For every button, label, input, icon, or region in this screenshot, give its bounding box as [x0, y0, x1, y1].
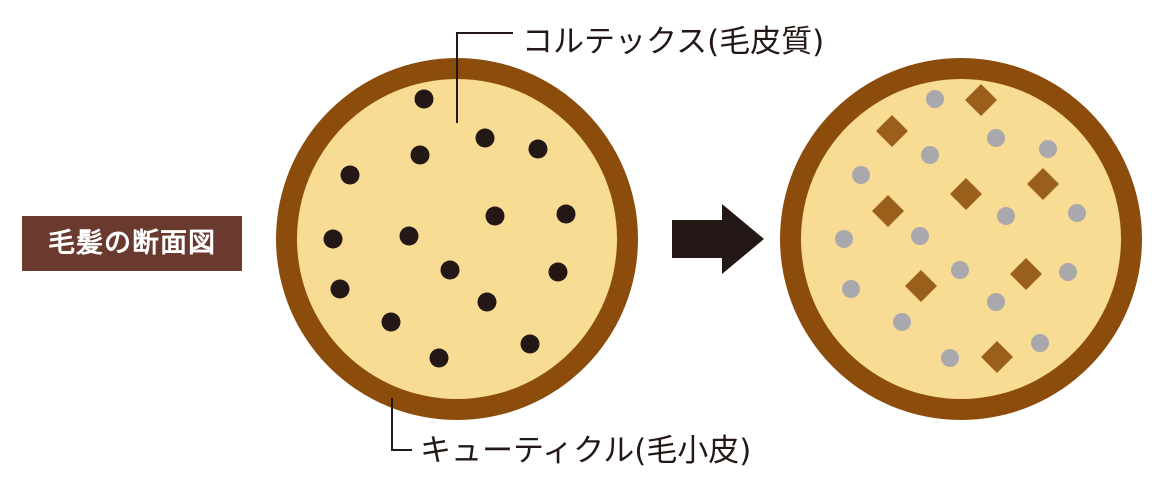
hair-section-before — [276, 58, 638, 420]
melanin-dot-icon — [556, 204, 576, 224]
diamond-icon — [876, 115, 908, 147]
diagram-title: 毛髪の断面図 — [22, 216, 242, 271]
cortex-leader-line — [456, 32, 513, 123]
melanin-dot-icon — [440, 260, 460, 280]
diamonds-right — [872, 84, 1059, 373]
faded-dot-icon — [987, 129, 1005, 147]
faded-dot-icon — [852, 166, 870, 184]
melanin-dot-icon — [485, 206, 505, 226]
faded-dot-icon — [987, 293, 1005, 311]
faded-dot-icon — [1059, 263, 1077, 281]
melanin-dot-icon — [475, 128, 495, 148]
melanin-dot-icon — [520, 334, 540, 354]
faded-dot-icon — [911, 227, 929, 245]
faded-dot-icon — [997, 207, 1015, 225]
melanin-dot-icon — [330, 279, 350, 299]
faded-dot-icon — [1031, 334, 1049, 352]
diamond-icon — [981, 341, 1013, 373]
faded-dot-icon — [893, 313, 911, 331]
faded-dot-icon — [842, 280, 860, 298]
diamond-icon — [1027, 168, 1059, 200]
melanin-dot-icon — [410, 145, 430, 165]
right-arrow-icon — [672, 204, 764, 274]
diamond-icon — [872, 195, 904, 227]
melanin-dot-icon — [340, 165, 360, 185]
faded-dot-icon — [941, 349, 959, 367]
melanin-dot-icon — [429, 348, 449, 368]
melanin-dot-icon — [414, 89, 434, 109]
cortex-area-right — [801, 79, 1121, 399]
faded-dot-icon — [1068, 204, 1086, 222]
diamond-icon — [905, 270, 937, 302]
faded-dot-icon — [921, 146, 939, 164]
cortex-label: コルテックス(毛皮質) — [522, 24, 825, 60]
melanin-dot-icon — [399, 226, 419, 246]
faded-dots-right — [835, 90, 1086, 367]
diamond-icon — [965, 84, 997, 116]
melanin-dots-left — [323, 89, 576, 368]
melanin-dot-icon — [381, 312, 401, 332]
melanin-dot-icon — [323, 229, 343, 249]
cortex-area-left — [297, 79, 617, 399]
melanin-dot-icon — [548, 262, 568, 282]
cuticle-label: キューティクル(毛小皮) — [420, 433, 752, 469]
faded-dot-icon — [951, 261, 969, 279]
cuticle-leader-line — [391, 398, 412, 451]
melanin-dot-icon — [477, 292, 497, 312]
faded-dot-icon — [926, 90, 944, 108]
faded-dot-icon — [835, 230, 853, 248]
melanin-dot-icon — [528, 139, 548, 159]
diamond-icon — [1010, 258, 1042, 290]
diamond-icon — [950, 178, 982, 210]
faded-dot-icon — [1039, 140, 1057, 158]
hair-section-after — [780, 58, 1142, 420]
